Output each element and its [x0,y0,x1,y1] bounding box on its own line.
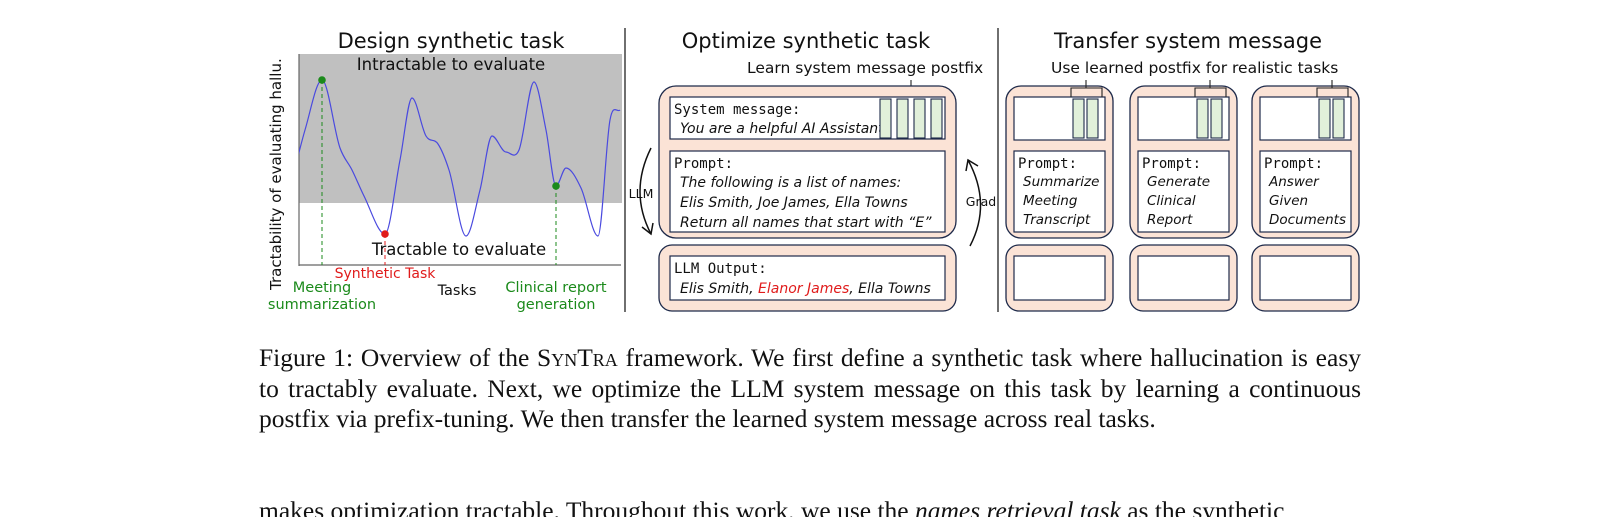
postfix-token [1086,98,1099,139]
hallucinated-name: Elanor James [758,281,849,297]
caption-prefix: Figure 1: Overview of the [259,343,538,372]
grad-arrowhead [965,158,979,172]
prompt-line-3: Return all names that start with “E” [680,215,932,231]
body-text-emphasis: names retrieval task [915,496,1121,517]
llm-arrow [639,147,652,235]
transfer-task-line: Documents [1269,212,1346,228]
postfix-token [1318,98,1331,139]
transfer-prompt-box [1013,150,1106,233]
postfix-token [930,98,943,139]
transfer-task-line: Transcript [1023,212,1091,228]
transfer-output-box [1013,255,1106,301]
prompt-line-1: The following is a list of names: [680,175,901,191]
prompt-line-2: Elis Smith, Joe James, Ella Towns [680,195,908,211]
llm-arrowhead [641,222,654,236]
intractable-band [299,54,622,203]
body-text-after: as the synthetic [1120,496,1285,517]
transfer-output-box [1137,255,1230,301]
postfix-token [913,98,926,139]
postfix-token [1072,98,1085,139]
prompt-header: Prompt: [674,156,733,172]
panel-optimize-synthetic-task: Optimize synthetic task Learn system mes… [629,29,996,312]
postfix-token [1332,98,1345,139]
postfix-token [1196,98,1209,139]
transfer-task-line: Summarize [1023,174,1099,190]
llm-output-header: LLM Output: [674,261,767,277]
llm-output-box [669,255,946,301]
clinical-label-line1: Clinical report [505,280,606,296]
transfer-output-box [1259,255,1352,301]
y-axis-label: Tractability of evaluating hallu. [267,58,285,291]
clinical-label-line2: generation [517,297,596,313]
body-text-line: makes optimization tractable. Throughout… [259,496,1361,517]
transfer-prompt-box [1137,150,1230,233]
panel2-title: Optimize synthetic task [682,29,931,53]
panel-design-synthetic-task: Design synthetic task Intractable to eva… [267,29,622,313]
transfer-subtitle: Use learned postfix for realistic tasks [1051,59,1338,77]
transfer-task-line: Meeting [1023,193,1078,209]
transfer-task-line: Given [1269,193,1308,209]
transfer-task-line: Report [1147,212,1193,228]
panel-transfer-system-message: Transfer system message Use learned post… [1005,29,1360,312]
synthetic-task-point [381,230,389,238]
transfer-prompt-header: Prompt: [1264,156,1323,172]
postfix-token [879,98,892,139]
tractability-curve [299,79,621,237]
grad-arrow [967,159,982,247]
clinical-point [552,182,560,190]
body-text-before: makes optimization tractable. Throughout… [259,496,916,517]
system-message-header: System message: [674,102,800,118]
panel3-title: Transfer system message [1053,29,1322,53]
prompt-box [669,150,946,233]
system-message-text: You are a helpful AI Assistant [680,121,884,137]
transfer-prompt-header: Prompt: [1018,156,1077,172]
transfer-prompt-box [1259,150,1352,233]
output-name-3: , Ella Towns [849,281,931,297]
figure-1: Design synthetic task Intractable to eva… [267,28,1360,313]
meeting-label-line2: summarization [268,297,376,313]
meeting-point [318,76,326,84]
transfer-task-line: Answer [1268,174,1320,190]
output-name-1: Elis Smith, [680,281,758,297]
intractable-label: Intractable to evaluate [357,55,545,74]
caption-body: framework. We first define a synthetic t… [259,343,1361,433]
figure-caption: Figure 1: Overview of the SynTra framewo… [259,343,1361,435]
meeting-label-line1: Meeting [293,280,351,296]
framework-name: SynTra [537,343,618,372]
postfix-label: Learn system message postfix [747,59,983,77]
llm-output-text: Elis Smith, Elanor James, Ella Towns [680,281,931,297]
x-axis-label: Tasks [437,283,477,299]
panel1-title: Design synthetic task [338,29,566,53]
llm-label: LLM [629,186,654,201]
synthetic-task-label: Synthetic Task [335,266,437,282]
postfix-token [1210,98,1223,139]
transfer-prompt-header: Prompt: [1142,156,1201,172]
grad-label: Grad [966,194,996,209]
tractable-label: Tractable to evaluate [371,240,546,259]
transfer-task-line: Clinical [1147,193,1196,209]
transfer-task-line: Generate [1147,174,1210,190]
postfix-token [896,98,909,139]
